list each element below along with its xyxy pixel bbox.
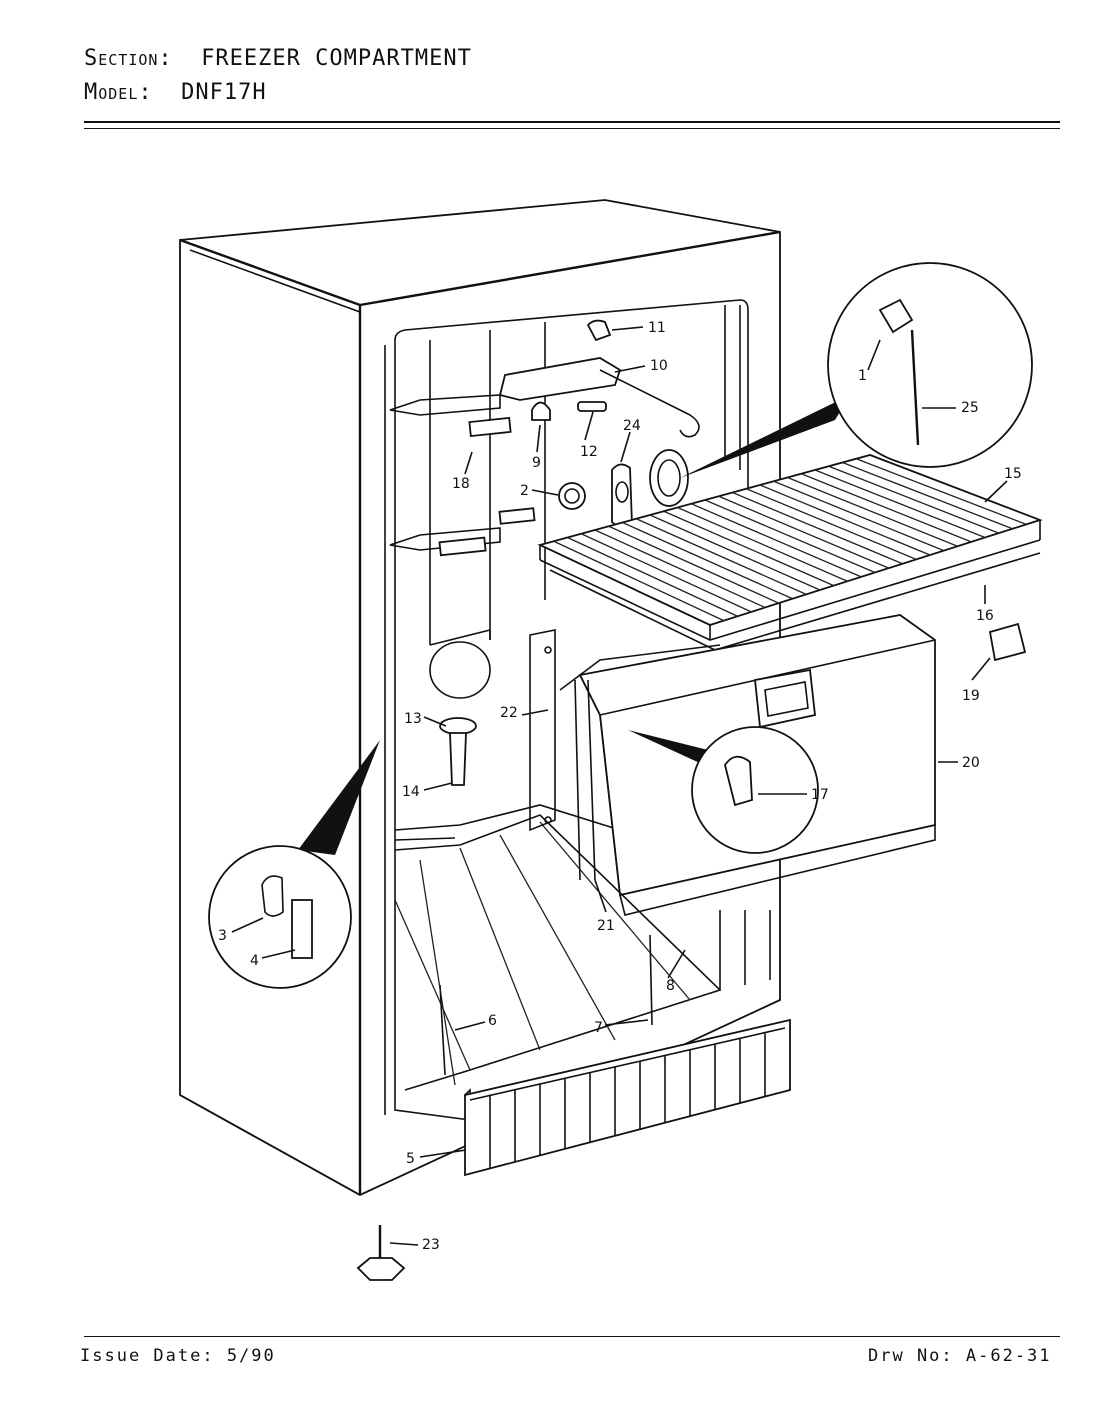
callout-17: 17 <box>811 787 829 803</box>
callout-11: 11 <box>648 320 666 336</box>
top-components <box>498 319 700 529</box>
section-value: FREEZER COMPARTMENT <box>201 46 472 71</box>
detail-view-thermostat <box>680 262 1033 478</box>
shelf-rails <box>389 394 536 557</box>
shelf-wire <box>787 476 958 547</box>
callout-1: 1 <box>858 368 867 384</box>
header-rule-bottom <box>84 128 1060 129</box>
shelf-wire <box>856 458 1027 525</box>
callout-15: 15 <box>1004 466 1022 482</box>
shelf-wire <box>567 536 738 617</box>
callout-labels: 11 10 12 9 2 24 18 15 16 19 20 17 22 13 … <box>218 320 1022 1253</box>
callout-9: 9 <box>532 455 541 471</box>
detail-view-left <box>208 740 380 989</box>
callout-2: 2 <box>520 483 529 499</box>
callout-24: 24 <box>623 418 641 434</box>
shelf-wire <box>704 499 876 574</box>
shelf-wire <box>801 473 972 543</box>
shelf-wire <box>677 506 848 582</box>
callout-18: 18 <box>452 476 470 492</box>
callout-7: 7 <box>594 1020 603 1036</box>
leveling-leg <box>356 1225 406 1281</box>
shelf-wire <box>814 469 986 539</box>
callout-12: 12 <box>580 444 598 460</box>
shelf-wire <box>718 495 890 569</box>
shelf-wire <box>759 484 931 556</box>
drawing-number: Drw No: A-62-31 <box>868 1346 1052 1366</box>
callout-21: 21 <box>597 918 615 934</box>
shelf-wire <box>649 514 821 591</box>
callout-22: 22 <box>500 705 518 721</box>
shelf-wire <box>594 529 766 609</box>
model-value: DNF17H <box>181 80 267 105</box>
shelf-wire <box>773 480 944 552</box>
section-heading: Section: FREEZER COMPARTMENT <box>84 46 472 71</box>
shelf-wire <box>608 525 780 604</box>
callout-14: 14 <box>402 784 420 800</box>
shelf-wire <box>732 491 903 565</box>
callout-13: 13 <box>404 711 422 727</box>
shelf-wire <box>663 510 835 587</box>
header-rule-top <box>84 121 1060 123</box>
callout-20: 20 <box>962 755 980 771</box>
issue-date: Issue Date: 5/90 <box>80 1346 276 1366</box>
shelf-wire <box>635 518 807 595</box>
shelf-wire <box>553 540 725 622</box>
freezer-liner <box>384 299 771 1121</box>
section-label: Section: <box>84 46 173 71</box>
shelf-wire <box>580 533 752 613</box>
callout-5: 5 <box>406 1151 415 1167</box>
leader-lines <box>231 326 1008 1246</box>
shelf-wire <box>828 465 999 534</box>
wire-basket <box>394 814 722 1091</box>
callout-25: 25 <box>961 400 979 416</box>
drain-tube <box>439 717 477 786</box>
detail-view-drawer <box>628 726 819 854</box>
callout-23: 23 <box>422 1237 440 1253</box>
part-19 <box>988 622 1027 662</box>
callout-8: 8 <box>666 978 675 994</box>
callout-6: 6 <box>488 1013 497 1029</box>
shelf-wire <box>842 461 1013 530</box>
side-hinge <box>529 629 556 832</box>
shelf-wire <box>622 521 793 600</box>
shelf-wire <box>746 488 917 560</box>
toe-grille <box>464 1018 791 1177</box>
callout-19: 19 <box>962 688 980 704</box>
callout-16: 16 <box>976 608 994 624</box>
callout-3: 3 <box>218 928 227 944</box>
callout-10: 10 <box>650 358 668 374</box>
footer-rule <box>84 1336 1060 1337</box>
model-label: Model: <box>84 80 153 105</box>
callout-4: 4 <box>250 953 259 969</box>
shelf-wire <box>690 503 862 578</box>
model-heading: Model: DNF17H <box>84 80 267 105</box>
